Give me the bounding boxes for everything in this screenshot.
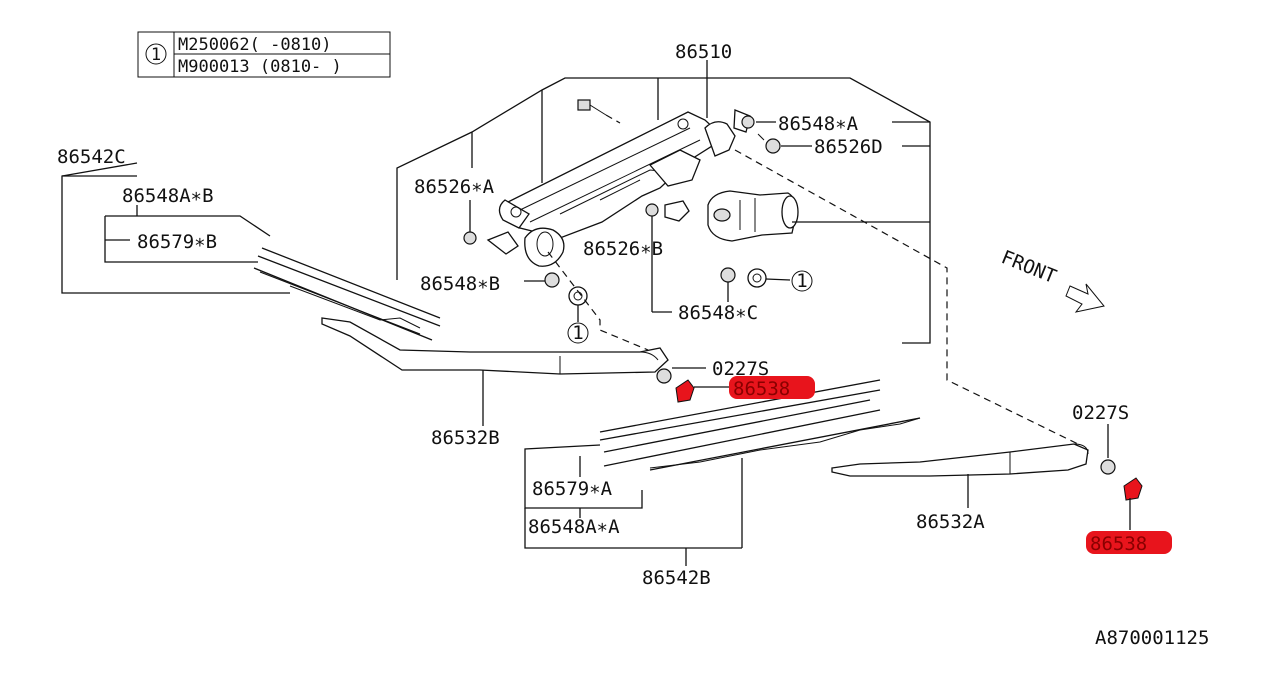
label-86542b[interactable]: 86542B	[642, 567, 711, 589]
legend-table: 1 M250062( -0810) M900013 (0810- )	[137, 31, 391, 78]
bolt-icon	[577, 99, 591, 111]
highlight-box-right	[1086, 531, 1172, 554]
right-wiper-arm	[831, 443, 1089, 477]
label-86526-a[interactable]: 86526∗A	[414, 176, 495, 198]
label-86526d[interactable]: 86526D	[814, 136, 883, 158]
nut-icon	[741, 115, 755, 129]
label-86538-left[interactable]: 86538	[733, 378, 790, 400]
grommet-icon	[568, 286, 588, 306]
label-86510[interactable]: 86510	[675, 41, 732, 63]
label-86548a-b[interactable]: 86548A∗B	[122, 185, 214, 207]
ref-1-callout-right-text: 1	[796, 270, 807, 292]
fasteners: 1 1	[463, 99, 1081, 446]
bolt-icon	[463, 231, 477, 245]
label-86532b[interactable]: 86532B	[431, 427, 500, 449]
left-wiper-arm	[321, 317, 669, 375]
label-0227s-left[interactable]: 0227S	[712, 358, 769, 380]
nut-icon	[1100, 459, 1116, 475]
ref-1-callout-left	[567, 322, 589, 344]
legend-ref-circle	[145, 43, 167, 65]
front-arrow-icon	[1065, 283, 1105, 313]
label-86548a-a[interactable]: 86548A∗A	[528, 516, 620, 538]
nut-icon	[720, 267, 736, 283]
grommet-icon	[747, 268, 767, 288]
right-wiper-arm-assembly	[831, 424, 1143, 530]
label-86548-a[interactable]: 86548∗A	[778, 113, 859, 135]
front-direction-indicator: FRONT	[998, 246, 1105, 313]
label-86526-b[interactable]: 86526∗B	[583, 238, 663, 260]
wiper-linkage-assembly	[396, 60, 931, 344]
ref-1-callout-right	[791, 270, 813, 292]
label-86542c[interactable]: 86542C	[57, 146, 126, 168]
left-wiper-arm-assembly	[61, 162, 730, 426]
label-0227s-right[interactable]: 0227S	[1072, 402, 1129, 424]
nut-icon	[656, 368, 672, 384]
wiper-cap-part-left	[675, 379, 695, 403]
bolt-icon	[645, 203, 659, 217]
label-86548-c[interactable]: 86548∗C	[678, 302, 758, 324]
legend-row-2: M900013 (0810- )	[178, 57, 342, 77]
label-86579-b[interactable]: 86579∗B	[137, 231, 217, 253]
wiper-cap-part-right	[1123, 477, 1143, 501]
legend-ref-number: 1	[151, 45, 161, 65]
ref-1-callout-left-text: 1	[572, 322, 583, 344]
nut-icon	[544, 272, 560, 288]
label-86579-a[interactable]: 86579∗A	[532, 478, 613, 500]
label-86548-b[interactable]: 86548∗B	[420, 273, 500, 295]
highlight-box-left	[729, 376, 815, 399]
bolt-icon	[765, 138, 781, 154]
diagram-id: A870001125	[1095, 627, 1209, 649]
label-86538-right[interactable]: 86538	[1090, 533, 1147, 555]
right-blade-assembly	[524, 379, 921, 566]
legend-row-1: M250062( -0810)	[178, 35, 332, 55]
front-label: FRONT	[998, 246, 1059, 288]
label-86532a[interactable]: 86532A	[916, 511, 985, 533]
